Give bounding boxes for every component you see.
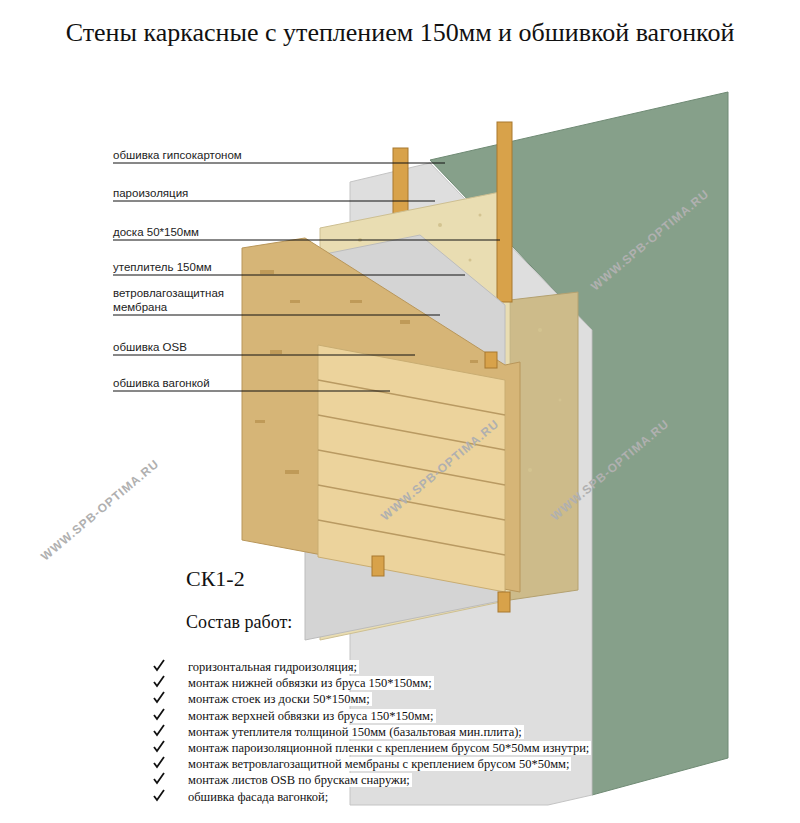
work-item: монтаж верхней обвязки из бруса 150*150м… (186, 709, 436, 723)
layer-label: обшивка гипсокартоном (113, 148, 242, 162)
work-item: монтаж пароизоляционной пленки с креплен… (186, 741, 591, 755)
stud (497, 122, 512, 302)
stud-end (498, 592, 510, 612)
leader-line (113, 240, 500, 241)
title: Стены каркасные с утеплением 150мм и обш… (66, 18, 735, 48)
layer-label: обшивка OSB (113, 340, 187, 354)
work-item: монтаж нижней обвязки из бруса 150*150мм… (186, 676, 434, 690)
leader-line (113, 315, 440, 316)
wall-code: СК1-2 (186, 566, 245, 592)
work-item: обшивка фасада вагонкой; (186, 790, 330, 804)
leader-lines (113, 163, 500, 391)
checkmark (154, 725, 164, 735)
checkmark (154, 741, 164, 751)
work-item: монтаж стоек из доски 50*150мм; (186, 692, 372, 706)
checkmarks (154, 660, 164, 800)
leader-line (113, 163, 445, 164)
work-item: горизонтальная гидроизоляция; (186, 660, 359, 674)
clapboard (318, 345, 505, 592)
stud-end (485, 352, 497, 368)
checkmark (154, 773, 164, 783)
work-item: монтаж листов OSB по брускам снаружи; (186, 773, 412, 787)
leader-line (113, 201, 435, 202)
clapboard-joints (318, 380, 505, 555)
checkmark (154, 692, 164, 702)
checkmark (154, 709, 164, 719)
layer-label: ветровлагозащитная мембрана (113, 286, 263, 314)
checkmark (154, 790, 164, 800)
checkmark (154, 757, 164, 767)
checkmark (154, 660, 164, 670)
layer-label: пароизоляция (113, 186, 188, 200)
stud-end (372, 556, 384, 576)
watermark: WWW.SPB-OPTIMA.RU (38, 457, 162, 564)
list-heading: Состав работ: (186, 612, 292, 633)
leader-line (113, 391, 390, 392)
work-item: монтаж утеплителя толщиной 150мм (базаль… (186, 725, 524, 739)
layer-label: обшивка вагонкой (113, 376, 210, 390)
layer-label: доска 50*150мм (113, 225, 199, 239)
leader-line (113, 355, 415, 356)
work-item: монтаж ветровлагозащитной мембраны с кре… (186, 757, 571, 771)
osb-sheet (242, 238, 520, 592)
checkmark (154, 676, 164, 686)
layer-label: утеплитель 150мм (113, 260, 212, 274)
leader-line (113, 275, 465, 276)
